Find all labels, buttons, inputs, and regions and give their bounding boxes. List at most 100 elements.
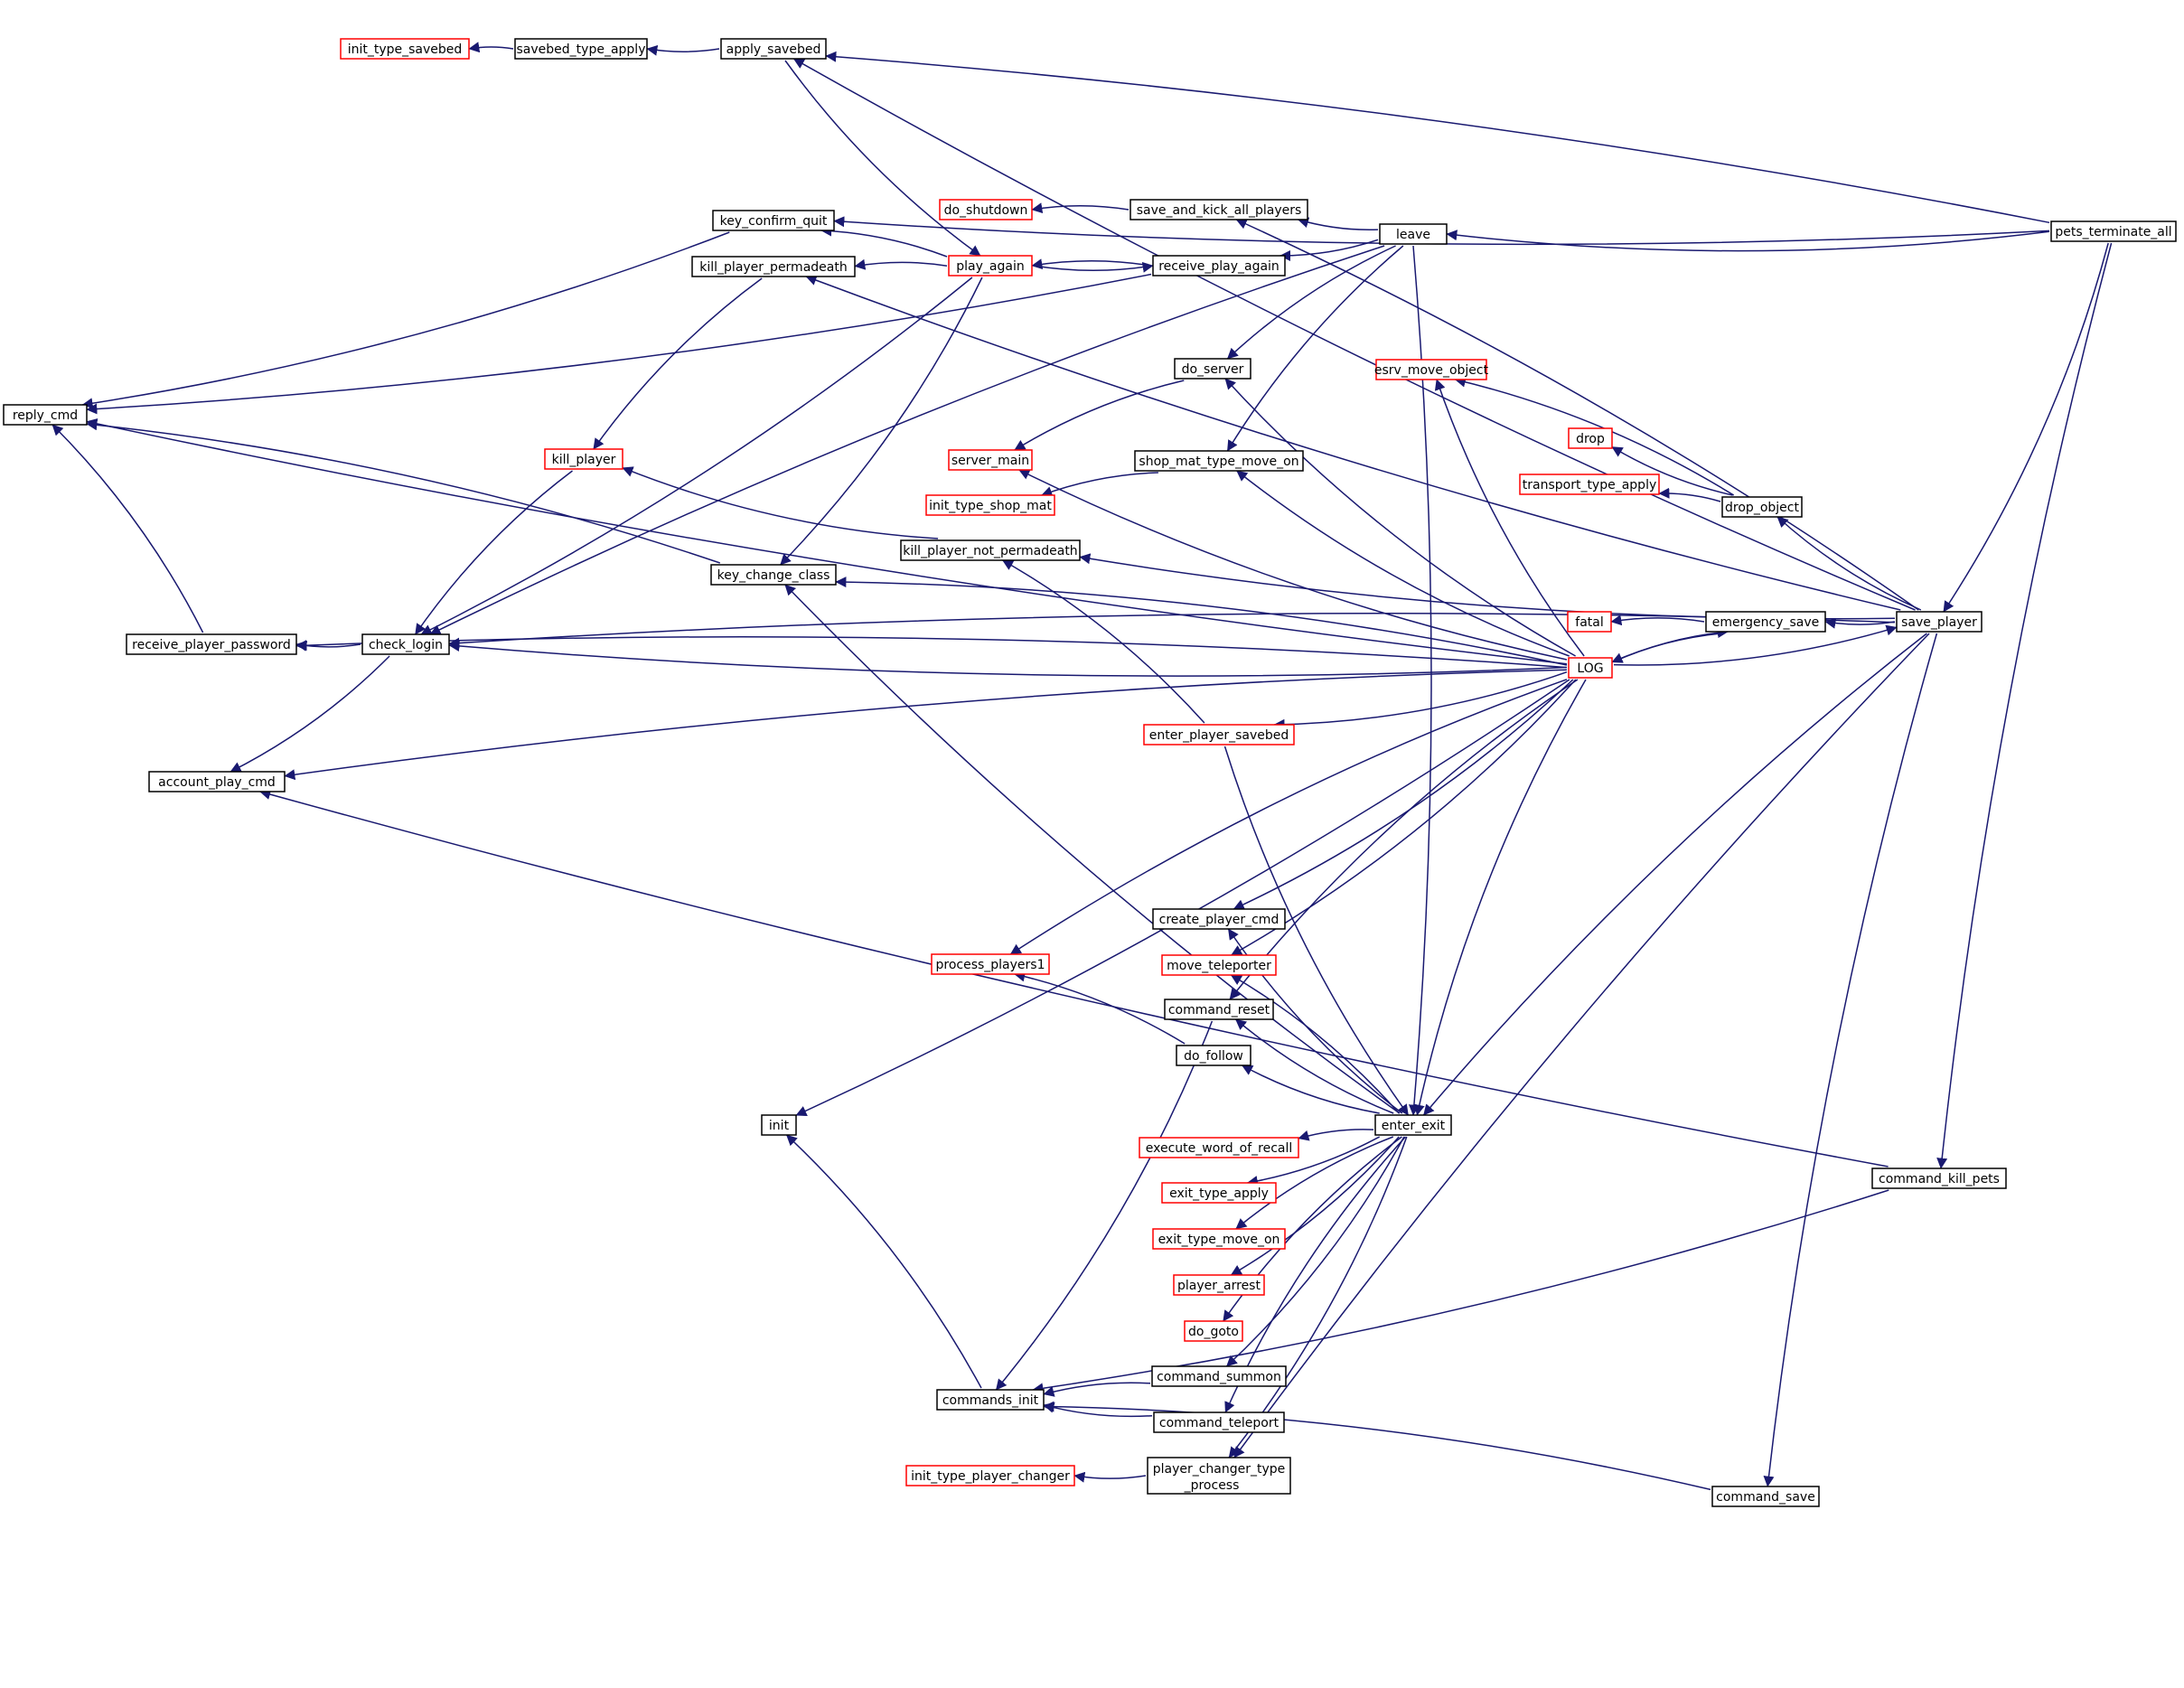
node-LOG[interactable]: LOG	[1568, 657, 1613, 679]
edge-line	[1273, 671, 1568, 730]
node-do-server[interactable]: do_server	[1174, 358, 1251, 380]
edge-line	[230, 655, 390, 773]
node-drop-object[interactable]: drop_object	[1721, 496, 1803, 518]
node-exit-type-apply[interactable]: exit_type_apply	[1161, 1182, 1277, 1204]
node-drop[interactable]: drop	[1568, 427, 1613, 449]
node-key-confirm-quit[interactable]: key_confirm_quit	[712, 210, 835, 231]
edge-emergency_save-to-LOG	[1613, 627, 1729, 662]
edge-do_server-to-leave	[1226, 245, 1396, 360]
node-server-main[interactable]: server_main	[948, 449, 1033, 471]
edge-line	[1041, 472, 1158, 497]
node-apply-savebed[interactable]: apply_savebed	[720, 38, 827, 60]
edge-key_confirm_quit-to-play_again	[820, 225, 948, 258]
node-key-change-class[interactable]: key_change_class	[710, 564, 837, 586]
edge-line	[1230, 974, 1400, 1114]
node-enter-player-savebed[interactable]: enter_player_savebed	[1143, 724, 1295, 746]
node-label: key_change_class	[717, 568, 830, 583]
node-transport-type-apply[interactable]: transport_type_apply	[1519, 474, 1660, 495]
edge-line	[1610, 614, 1705, 626]
node-enter-exit[interactable]: enter_exit	[1374, 1114, 1452, 1136]
node-box	[1568, 657, 1613, 679]
edge-command_reset-to-enter_exit	[1235, 1018, 1394, 1114]
node-command-summon[interactable]: command_summon	[1151, 1365, 1287, 1387]
node-commands-init[interactable]: commands_init	[936, 1389, 1045, 1411]
edge-init_type_player_changer-to-player_changer_type_process	[1073, 1471, 1147, 1483]
node-fatal[interactable]: fatal	[1567, 611, 1612, 633]
node-save-and-kick-all-players[interactable]: save_and_kick_all_players	[1129, 199, 1308, 220]
edge-line	[1073, 1471, 1147, 1483]
node-reply-cmd[interactable]: reply_cmd	[3, 404, 88, 426]
edge-enter_player_savebed-to-LOG	[1273, 671, 1568, 730]
node-init[interactable]: init	[761, 1114, 797, 1136]
edge-do_server-to-LOG	[1224, 378, 1576, 657]
node-player-changer-type-process[interactable]: player_changer_type_process	[1147, 1457, 1291, 1495]
node-check-login[interactable]: check_login	[361, 633, 450, 655]
node-do-goto[interactable]: do_goto	[1184, 1320, 1243, 1342]
edge-line	[429, 245, 1385, 635]
node-exit-type-move-on[interactable]: exit_type_move_on	[1152, 1228, 1286, 1250]
edge-line	[1242, 1064, 1380, 1114]
edge-save_and_kick_all_players-to-leave	[1298, 217, 1379, 231]
node-kill-player-permadeath[interactable]: kill_player_permadeath	[691, 256, 856, 277]
node-label: command_teleport	[1159, 1416, 1279, 1430]
edge-line	[1031, 202, 1129, 214]
node-box	[1176, 1045, 1251, 1066]
node-command-teleport[interactable]: command_teleport	[1153, 1411, 1285, 1433]
node-savebed-type-apply[interactable]: savebed_type_apply	[514, 38, 648, 60]
node-move-teleporter[interactable]: move_teleporter	[1161, 954, 1277, 976]
edge-line	[1763, 633, 1938, 1487]
node-kill-player[interactable]: kill_player	[544, 448, 623, 470]
edge-line	[784, 60, 981, 257]
edge-line	[1413, 679, 1587, 1116]
node-emergency-save[interactable]: emergency_save	[1705, 611, 1826, 633]
edge-line	[1936, 242, 2113, 1169]
node-command-reset[interactable]: command_reset	[1164, 999, 1274, 1020]
node-create-player-cmd[interactable]: create_player_cmd	[1152, 908, 1286, 930]
node-init-type-player-changer[interactable]: init_type_player_changer	[905, 1465, 1075, 1486]
node-label: play_again	[956, 259, 1024, 274]
edge-savebed_type_apply-to-apply_savebed	[646, 44, 720, 56]
node-play-again[interactable]: play_again	[948, 255, 1033, 277]
edge-LOG-to-emergency_save	[1611, 633, 1721, 663]
node-leave[interactable]: leave	[1379, 223, 1448, 245]
node-do-follow[interactable]: do_follow	[1176, 1045, 1251, 1066]
edge-key_change_class-to-play_again	[780, 277, 983, 566]
edge-receive_play_again-to-play_again	[1033, 261, 1154, 273]
edge-line	[1031, 258, 1152, 270]
edge-kill_player_permadeath-to-play_again	[854, 258, 948, 270]
edge-enter_exit-to-enter_player_savebed	[1223, 746, 1410, 1116]
node-process-players1[interactable]: process_players1	[931, 953, 1050, 975]
node-player-arrest[interactable]: player_arrest	[1173, 1274, 1265, 1296]
edge-line	[1224, 378, 1576, 657]
node-label: receive_play_again	[1158, 259, 1279, 274]
edge-process_players1-to-LOG	[1009, 679, 1568, 955]
edge-line	[1776, 516, 1922, 611]
node-do-shutdown[interactable]: do_shutdown	[939, 199, 1033, 220]
edge-process_players1-to-do_follow	[1014, 971, 1186, 1045]
node-label: init_type_savebed	[348, 42, 463, 57]
node-label: kill_player	[552, 453, 616, 467]
edge-line	[1014, 380, 1185, 451]
node-label: player_changer_type	[1153, 1462, 1286, 1477]
node-esrv-move-object[interactable]: esrv_move_object	[1374, 359, 1489, 380]
edge-line	[1446, 230, 2050, 252]
node-command-kill-pets[interactable]: command_kill_pets	[1871, 1168, 2007, 1189]
node-label: leave	[1396, 228, 1430, 242]
edge-check_login-to-LOG	[448, 640, 1568, 677]
node-account-play-cmd[interactable]: account_play_cmd	[148, 771, 286, 792]
node-init-type-savebed[interactable]: init_type_savebed	[340, 38, 470, 60]
node-kill-player-not-permadeath[interactable]: kill_player_not_permadeath	[900, 539, 1081, 561]
node-command-save[interactable]: command_save	[1711, 1486, 1820, 1507]
edge-do_shutdown-to-save_and_kick_all_players	[1031, 202, 1129, 214]
node-receive-player-password[interactable]: receive_player_password	[126, 633, 297, 655]
node-init-type-shop-mat[interactable]: init_type_shop_mat	[925, 494, 1055, 516]
node-pets-terminate-all[interactable]: pets_terminate_all	[2050, 220, 2177, 242]
edge-line	[1233, 633, 1930, 1458]
node-execute-word-of-recall[interactable]: execute_word_of_recall	[1139, 1137, 1299, 1158]
node-shop-mat-type-move-on[interactable]: shop_mat_type_move_on	[1134, 450, 1304, 472]
edge-line	[805, 275, 1901, 611]
node-save-player[interactable]: save_player	[1896, 611, 1982, 633]
edge-command_reset-to-LOG	[1229, 679, 1579, 1000]
node-receive-play-again[interactable]: receive_play_again	[1152, 255, 1286, 277]
node-box	[931, 953, 1050, 975]
